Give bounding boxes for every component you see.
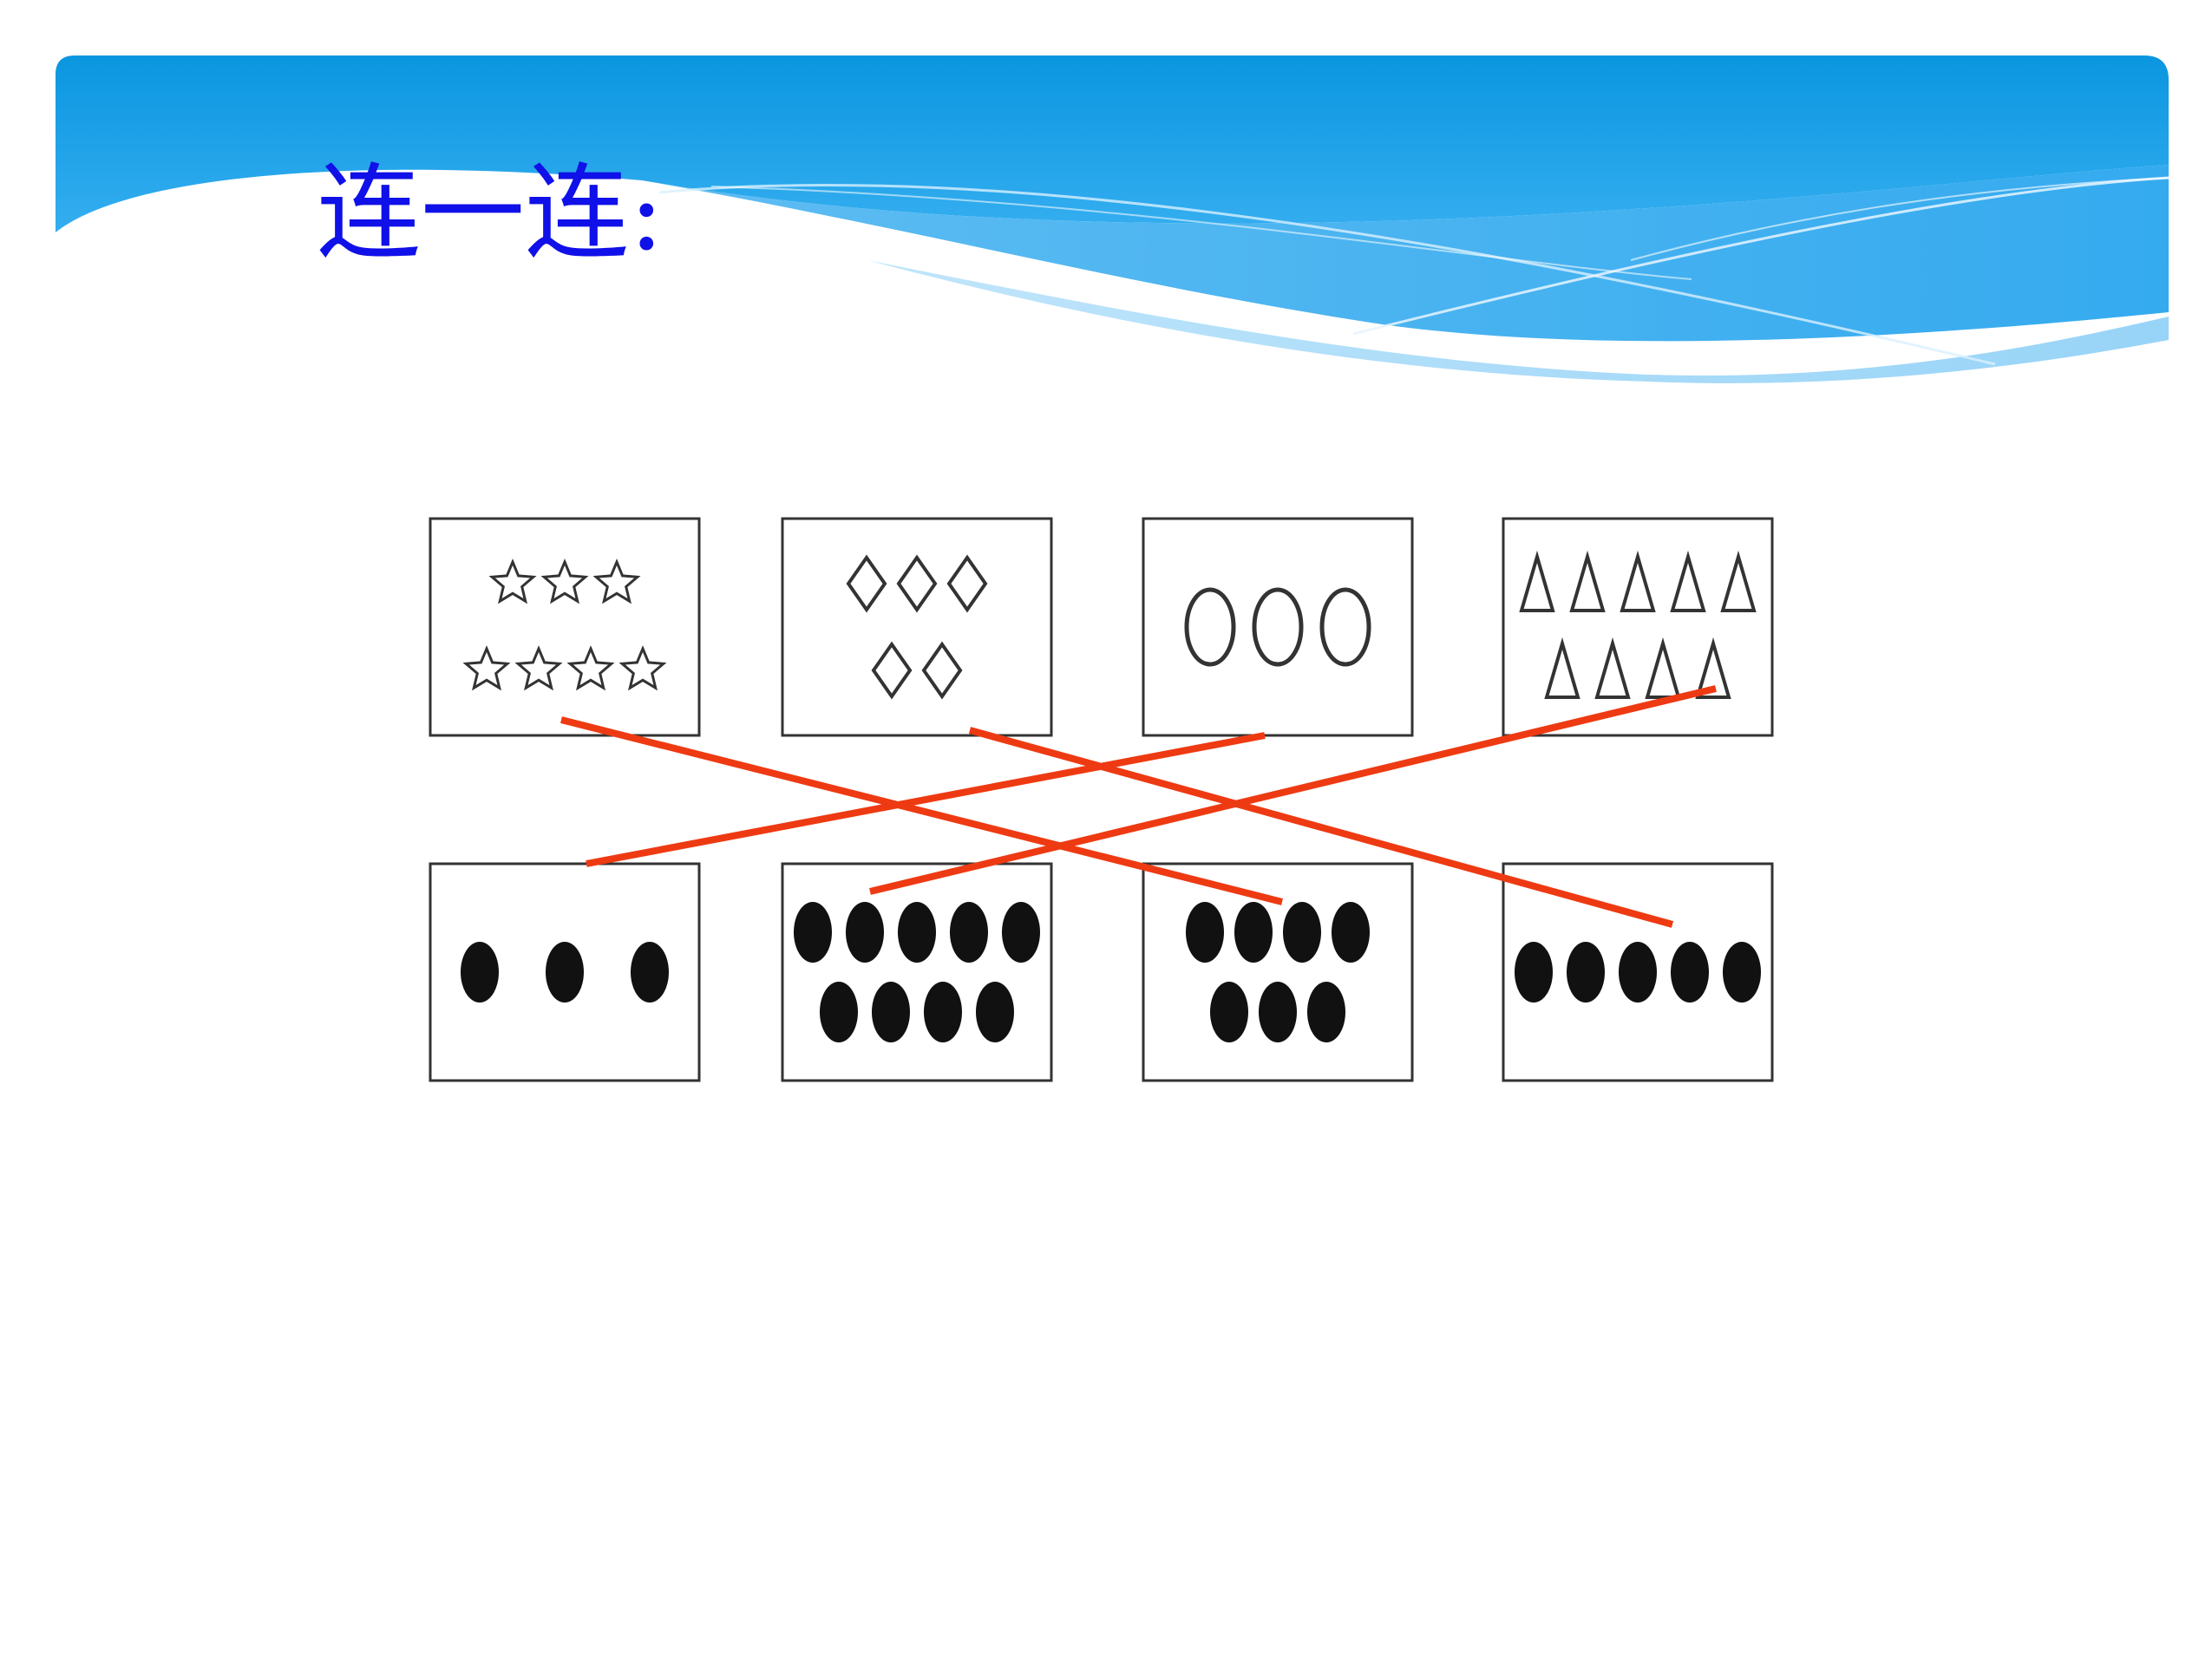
connector-line-2[interactable] <box>968 727 1674 928</box>
dot-icon <box>546 942 584 1003</box>
dot-icon <box>1332 902 1370 963</box>
banner-mid-wave <box>642 165 2169 342</box>
circle-outline-icon <box>1184 587 1236 667</box>
triangle-icon <box>1594 637 1631 699</box>
dot-icon <box>631 942 669 1003</box>
dot-icon <box>1259 982 1297 1042</box>
dot-icon <box>461 942 499 1003</box>
star-icon <box>540 558 589 604</box>
star-icon <box>462 645 511 691</box>
banner-curve-2 <box>1352 176 2169 336</box>
star-icon <box>566 645 615 691</box>
top-card-4[interactable] <box>1502 517 1774 737</box>
card-frame <box>1142 517 1414 737</box>
banner-curve-3 <box>1630 177 2169 261</box>
card-frame <box>1142 862 1414 1082</box>
diamond-icon <box>921 641 963 700</box>
triangle-icon <box>1695 637 1731 699</box>
triangle-icon <box>1720 550 1757 612</box>
dot-icon <box>872 982 910 1042</box>
triangle-icon <box>1544 637 1580 699</box>
diamond-icon <box>846 554 887 613</box>
card-frame <box>781 517 1053 737</box>
connector-line-1[interactable] <box>560 716 1283 905</box>
bottom-card-3[interactable] <box>1142 862 1414 1082</box>
banner-curve-4 <box>710 186 1692 280</box>
dot-icon <box>1186 902 1224 963</box>
bottom-card-2[interactable] <box>781 862 1053 1082</box>
dot-icon <box>1234 902 1273 963</box>
wave-banner <box>56 56 2169 383</box>
dot-icon <box>1723 942 1761 1003</box>
triangle-icon <box>1569 550 1606 612</box>
diamond-icon <box>896 554 938 613</box>
diamond-icon <box>946 554 988 613</box>
connector-lines <box>560 685 1717 928</box>
triangle-icon <box>1670 550 1706 612</box>
dot-icon <box>924 982 962 1042</box>
top-card-2[interactable] <box>781 517 1053 737</box>
slide-title: 连一连: <box>317 153 664 274</box>
triangle-icon <box>1620 550 1656 612</box>
connector-line-3[interactable] <box>586 732 1266 867</box>
card-frame <box>429 517 701 737</box>
dot-icon <box>1210 982 1248 1042</box>
dot-icon <box>898 902 936 963</box>
banner-curve-1 <box>658 183 1996 366</box>
circle-outline-icon <box>1252 587 1304 667</box>
card-frame <box>781 862 1053 1082</box>
top-card-3[interactable] <box>1142 517 1414 737</box>
dot-icon <box>794 902 832 963</box>
top-card-1[interactable] <box>429 517 701 737</box>
dot-icon <box>1307 982 1345 1042</box>
bottom-card-1[interactable] <box>429 862 701 1082</box>
cards-layer <box>429 517 1774 1082</box>
diamond-icon <box>871 641 913 700</box>
dot-icon <box>846 902 884 963</box>
star-icon <box>514 645 563 691</box>
circle-outline-icon <box>1319 587 1371 667</box>
dot-icon <box>1002 902 1040 963</box>
dot-icon <box>976 982 1014 1042</box>
triangle-icon <box>1519 550 1555 612</box>
dot-icon <box>1515 942 1553 1003</box>
dot-icon <box>1283 902 1321 963</box>
triangle-icon <box>1645 637 1681 699</box>
connector-line-4[interactable] <box>869 685 1717 895</box>
star-icon <box>488 558 537 604</box>
dot-icon <box>820 982 858 1042</box>
dot-icon <box>1671 942 1709 1003</box>
dot-icon <box>1567 942 1605 1003</box>
dot-icon <box>950 902 988 963</box>
star-icon <box>592 558 641 604</box>
banner-top-band <box>56 56 2169 232</box>
star-icon <box>618 645 667 691</box>
dot-icon <box>1619 942 1657 1003</box>
bottom-card-4[interactable] <box>1502 862 1774 1082</box>
